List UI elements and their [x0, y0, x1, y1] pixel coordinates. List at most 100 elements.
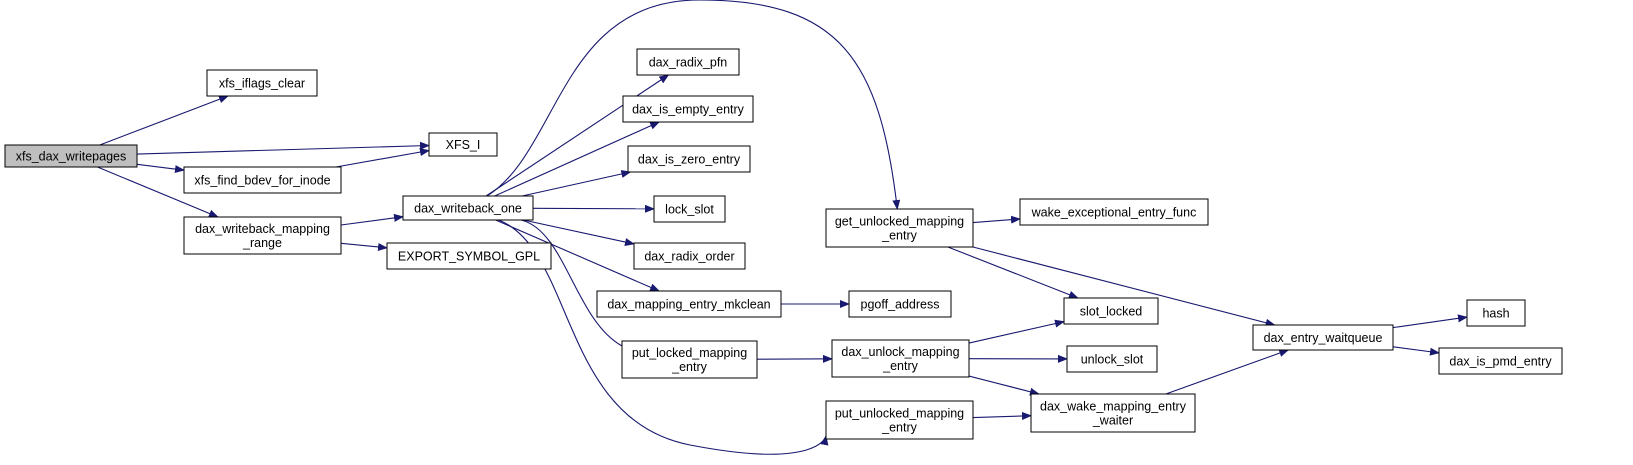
node-dax_wake_mapping_entry_waiter[interactable]: dax_wake_mapping_entry_waiter	[1030, 393, 1196, 433]
node-label: XFS_I	[446, 138, 481, 152]
node-label: unlock_slot	[1081, 353, 1144, 367]
node-label: get_unlocked_mapping	[835, 215, 964, 229]
node-layer: xfs_dax_writepages xfs_iflags_clearXFS_Ix…	[4, 48, 1563, 440]
node-label: dax_mapping_entry_mkclean	[607, 298, 770, 312]
node-box	[825, 400, 974, 440]
edge-dax_writeback_one-to-dax_radix_pfn	[485, 74, 670, 197]
node-label: xfs_find_bdev_for_inode	[194, 174, 330, 188]
node-dax_radix_pfn[interactable]: dax_radix_pfn	[636, 48, 740, 76]
node-dax_mapping_entry_mkclean[interactable]: dax_mapping_entry_mkclean	[596, 290, 782, 318]
edge-xfs_find_bdev_for_inode-to-XFS_I	[335, 148, 430, 168]
node-get_unlocked_mapping_entry[interactable]: get_unlocked_mapping_entry	[825, 208, 974, 248]
node-label: dax_writeback_mapping	[195, 222, 330, 236]
node-label: pgoff_address	[861, 298, 940, 312]
node-dax_unlock_mapping_entry[interactable]: dax_unlock_mapping_entry	[831, 339, 970, 378]
edge-xfs_dax_writepages-to-XFS_I	[136, 141, 430, 155]
edge-dax_wake_mapping_entry_waiter-to-dax_entry_waitqueue	[1165, 349, 1290, 395]
node-box	[428, 132, 498, 157]
node-lock_slot[interactable]: lock_slot	[653, 195, 726, 223]
node-box	[183, 166, 342, 194]
edge-dax_writeback_mapping_range-to-dax_writeback_one	[340, 213, 404, 226]
node-box	[621, 340, 758, 379]
edge-get_unlocked_mapping_entry-to-dax_entry_waitqueue	[972, 246, 1276, 327]
node-label: dax_is_pmd_entry	[1449, 355, 1552, 369]
node-label: lock_slot	[665, 203, 714, 217]
node-hash[interactable]: hash	[1466, 299, 1526, 327]
node-box	[636, 48, 740, 76]
node-box	[4, 144, 138, 168]
node-XFS_I[interactable]: XFS_I	[428, 132, 498, 157]
node-box	[1438, 347, 1563, 375]
edge-xfs_dax_writepages-to-xfs_find_bdev_for_inode	[136, 163, 185, 174]
node-dax_writeback_mapping_range[interactable]: dax_writeback_mapping_range	[183, 216, 342, 255]
edge-dax_unlock_mapping_entry-to-dax_wake_mapping_entry_waiter	[968, 375, 1040, 396]
node-box	[386, 242, 552, 270]
node-box	[1252, 324, 1394, 351]
edge-xfs_dax_writepages-to-dax_writeback_mapping_range	[97, 166, 219, 218]
node-box	[1019, 198, 1209, 226]
node-slot_locked[interactable]: slot_locked	[1063, 297, 1159, 325]
node-label: _waiter	[1092, 414, 1133, 428]
edge-xfs_dax_writepages-to-xfs_iflags_clear	[99, 95, 229, 146]
node-label: dax_radix_order	[644, 250, 734, 264]
edge-get_unlocked_mapping_entry-to-slot_locked	[947, 246, 1079, 299]
node-label: xfs_dax_writepages	[16, 150, 126, 164]
node-label: put_locked_mapping	[632, 346, 747, 360]
node-wake_exceptional_entry_func[interactable]: wake_exceptional_entry_func	[1019, 198, 1209, 226]
node-box	[1063, 297, 1159, 325]
node-EXPORT_SYMBOL_GPL[interactable]: EXPORT_SYMBOL_GPL	[386, 242, 552, 270]
node-box	[402, 195, 534, 221]
node-dax_is_zero_entry[interactable]: dax_is_zero_entry	[627, 145, 751, 173]
edge-dax_writeback_one-to-dax_radix_order	[523, 219, 635, 246]
node-label: xfs_iflags_clear	[219, 77, 305, 91]
node-label: dax_entry_waitqueue	[1264, 331, 1383, 345]
node-label: EXPORT_SYMBOL_GPL	[398, 250, 540, 264]
node-dax_is_pmd_entry[interactable]: dax_is_pmd_entry	[1438, 347, 1563, 375]
node-box	[633, 242, 746, 270]
node-put_locked_mapping_entry[interactable]: put_locked_mapping_entry	[621, 340, 758, 379]
node-label: dax_writeback_one	[414, 202, 522, 216]
node-box	[1066, 345, 1158, 373]
node-label: _entry	[881, 229, 917, 243]
node-label: wake_exceptional_entry_func	[1031, 206, 1197, 220]
node-xfs_dax_writepages[interactable]: xfs_dax_writepages	[4, 144, 138, 168]
edge-get_unlocked_mapping_entry-to-wake_exceptional_entry_func	[972, 215, 1021, 224]
edge-dax_writeback_one-to-dax_is_empty_entry	[494, 121, 661, 197]
node-label: _range	[242, 236, 282, 250]
edge-dax_entry_waitqueue-to-dax_is_pmd_entry	[1392, 346, 1440, 356]
node-dax_writeback_one[interactable]: dax_writeback_one	[402, 195, 534, 221]
edge-dax_writeback_one-to-put_locked_mapping_entry	[520, 219, 644, 359]
node-box	[183, 216, 342, 255]
edge-dax_writeback_one-to-dax_is_zero_entry	[522, 170, 632, 197]
node-box	[206, 69, 318, 97]
node-label: dax_unlock_mapping	[841, 345, 959, 359]
node-xfs_find_bdev_for_inode[interactable]: xfs_find_bdev_for_inode	[183, 166, 342, 194]
node-box	[831, 339, 970, 378]
node-box	[825, 208, 974, 248]
node-box	[653, 195, 726, 223]
node-label: dax_is_zero_entry	[638, 153, 741, 167]
node-dax_radix_order[interactable]: dax_radix_order	[633, 242, 746, 270]
edge-dax_writeback_mapping_range-to-EXPORT_SYMBOL_GPL	[340, 242, 388, 251]
node-dax_is_empty_entry[interactable]: dax_is_empty_entry	[622, 95, 754, 123]
node-label: slot_locked	[1080, 305, 1143, 319]
node-label: dax_is_empty_entry	[632, 103, 745, 117]
node-xfs_iflags_clear[interactable]: xfs_iflags_clear	[206, 69, 318, 97]
node-label: dax_wake_mapping_entry	[1040, 400, 1187, 414]
edge-dax_writeback_one-to-dax_mapping_entry_mkclean	[495, 219, 660, 292]
node-box	[1030, 393, 1196, 433]
node-box	[596, 290, 782, 318]
node-pgoff_address[interactable]: pgoff_address	[848, 290, 952, 318]
edge-dax_writeback_one-to-lock_slot	[532, 204, 655, 213]
edge-dax_unlock_mapping_entry-to-slot_locked	[968, 319, 1065, 344]
node-box	[622, 95, 754, 123]
node-label: _entry	[882, 359, 918, 373]
node-label: hash	[1482, 307, 1509, 321]
node-unlock_slot[interactable]: unlock_slot	[1066, 345, 1158, 373]
node-label: _entry	[671, 360, 707, 374]
node-label: put_unlocked_mapping	[835, 407, 964, 421]
node-dax_entry_waitqueue[interactable]: dax_entry_waitqueue	[1252, 324, 1394, 351]
node-label: _entry	[881, 421, 917, 435]
node-put_unlocked_mapping_entry[interactable]: put_unlocked_mapping_entry	[825, 400, 974, 440]
